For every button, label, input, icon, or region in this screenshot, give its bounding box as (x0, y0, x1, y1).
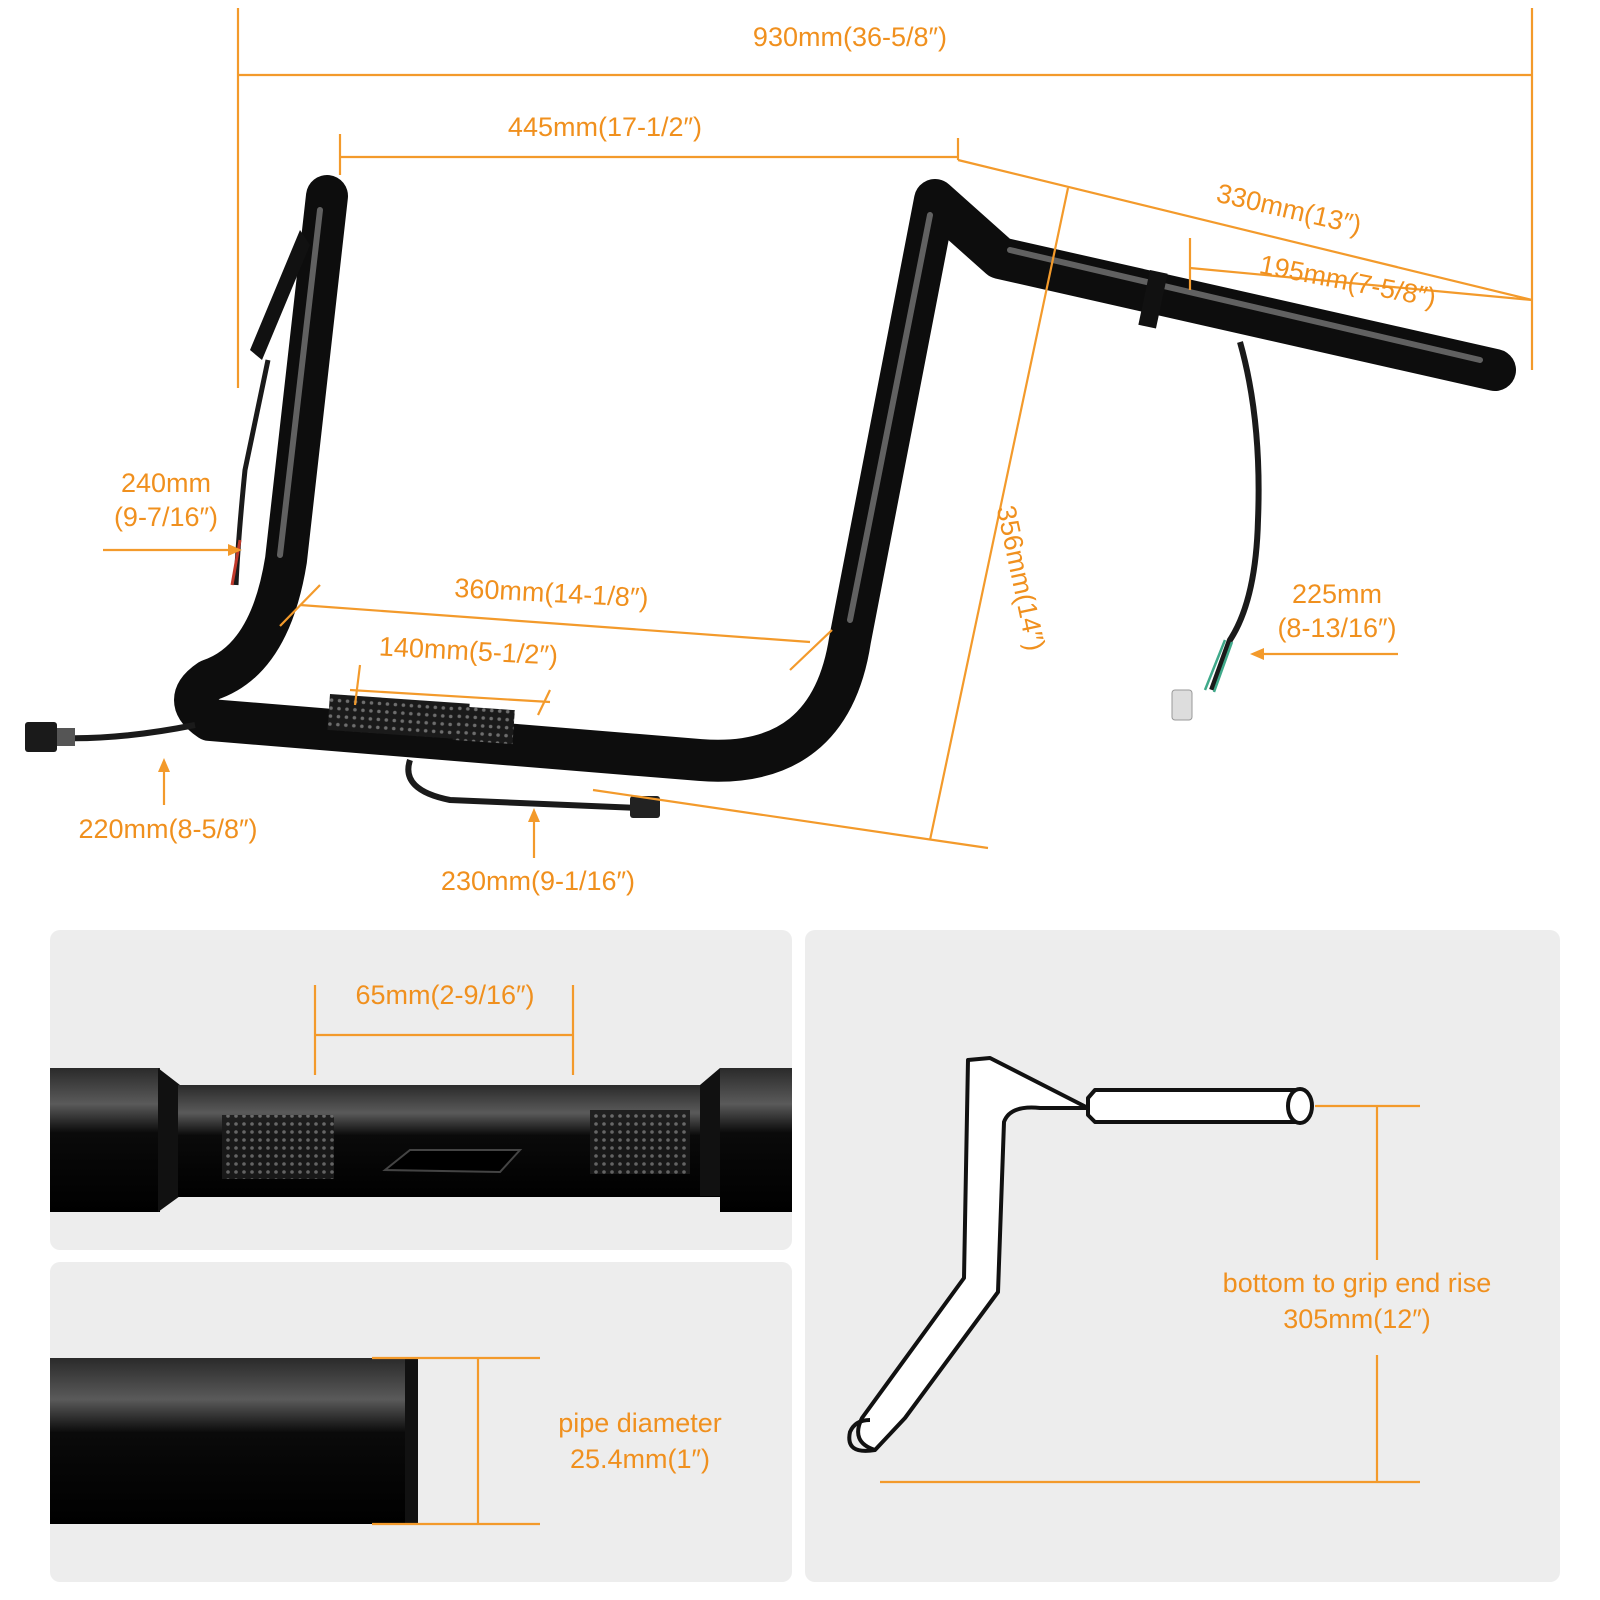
pipe-diameter-label-2: 25.4mm(1″) (570, 1444, 710, 1474)
rise-detail (847, 1056, 1420, 1484)
knurl-tube-left (50, 1068, 160, 1212)
overview-dimension-lines (103, 8, 1534, 858)
grip-step (1138, 269, 1168, 329)
handlebar-overview (174, 175, 1516, 782)
rise-label-1: bottom to grip end rise (1223, 1268, 1492, 1298)
pipe-diameter-label-1: pipe diameter (558, 1408, 722, 1438)
connector-right (1171, 689, 1193, 721)
rise-label-2: 305mm(12″) (1283, 1304, 1431, 1334)
overall-width-label: 930mm(36-5/8″) (753, 22, 947, 52)
pipe-detail (50, 1356, 540, 1526)
connector-center (630, 796, 660, 818)
bottom-center-wire (405, 759, 641, 811)
left-wire-colors (230, 539, 242, 586)
rise-outline-cap (847, 1418, 876, 1453)
knurl-tube-taper-left (158, 1068, 180, 1212)
knurl-span-label: 140mm(5-1/2″) (378, 631, 558, 670)
pipe-end-cap (405, 1358, 418, 1524)
grip-end (1286, 1087, 1314, 1125)
knurl-pattern-left (222, 1115, 334, 1179)
left-wire-label-2: (9-7/16″) (114, 502, 218, 532)
knurl-tube-taper-right (700, 1068, 720, 1196)
wiring (25, 341, 1262, 818)
bottom-left-wire (59, 722, 196, 742)
left-wire-label-1: 240mm (121, 468, 211, 498)
left-bracket (250, 230, 310, 360)
bottom-center-wire-label: 230mm(9-1/16″) (441, 866, 635, 896)
handlebar-highlight (277, 207, 1483, 623)
knurl-tube-right (720, 1068, 792, 1212)
pullback-label: 330mm(13″) (1214, 178, 1365, 240)
right-wire (1209, 341, 1262, 692)
rise-outline-bar (856, 1056, 1302, 1452)
connector-left (25, 722, 57, 752)
right-wire-label-1: 225mm (1292, 579, 1382, 609)
knurl-length-label: 65mm(2-9/16″) (355, 980, 534, 1010)
wire-slot (382, 1149, 523, 1174)
panel-rise (805, 930, 1560, 1582)
left-wire (233, 359, 271, 586)
handlebar-body (174, 175, 1516, 782)
right-wire-colors (1203, 639, 1234, 693)
right-wire-label-2: (8-13/16″) (1277, 613, 1396, 643)
knurl-detail (50, 985, 792, 1212)
connector-left-pins (57, 728, 75, 746)
bottom-left-wire-label: 220mm(8-5/8″) (78, 814, 257, 844)
clamp-knurl-left (327, 694, 470, 740)
rise-label: 356mm(14″) (991, 503, 1051, 654)
pipe-tube (50, 1358, 418, 1524)
knurl-pattern-right (590, 1110, 690, 1174)
clamp-knurl-right (452, 706, 515, 745)
clamp-width-label: 360mm(14-1/8″) (454, 573, 649, 613)
center-width-label: 445mm(17-1/2″) (508, 112, 702, 142)
